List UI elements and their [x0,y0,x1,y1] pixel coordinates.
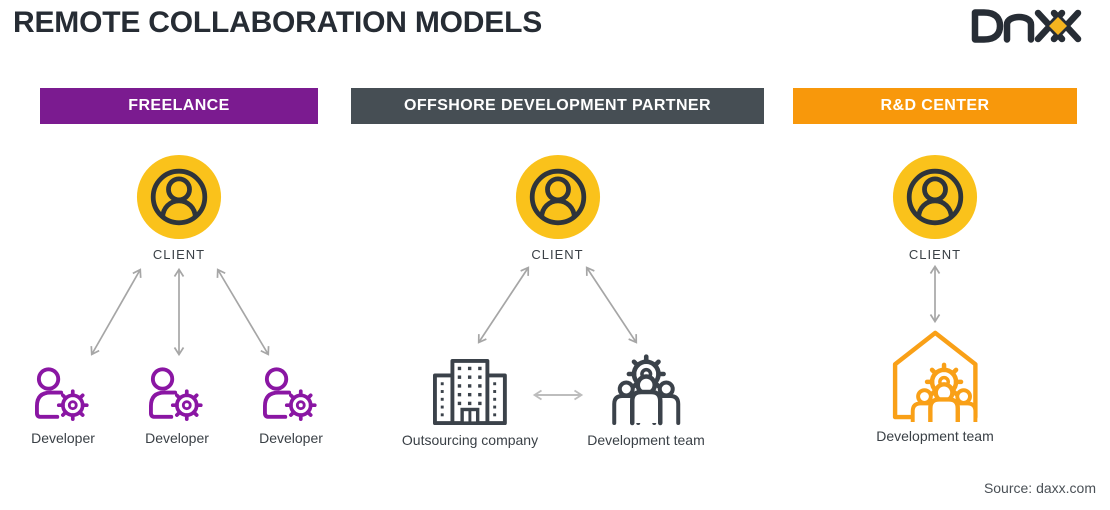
rnd-client: CLIENT [793,154,1077,262]
rnd-development-team-node: Development team [876,328,994,444]
rnd-header-bar: R&D CENTER [793,88,1077,124]
client-icon [892,154,978,240]
column-freelance: FREELANCE CLIENT [31,88,323,446]
client-icon [136,154,222,240]
developer-node: Developer [31,367,95,446]
client-label: CLIENT [531,247,584,262]
node-label: Developer [145,430,209,446]
developer-node: Developer [145,367,209,446]
developer-node: Developer [259,367,323,446]
node-label: Developer [31,430,95,446]
source-credit: Source: daxx.com [983,480,1096,496]
developer-gear-icon [34,367,89,422]
daxx-logo-icon [971,9,1082,43]
client-icon [515,154,600,240]
development-team-node: Development team [587,352,705,448]
freelance-client: CLIENT [40,154,318,262]
client-label: CLIENT [908,247,962,262]
logo-diamond-icon [1049,17,1067,35]
company-team-arrow [532,389,584,401]
node-label: Development team [587,432,705,448]
node-label: Development team [876,428,994,444]
office-building-icon [433,358,507,426]
rnd-nodes: Development team [793,326,1077,444]
freelance-header-bar: FREELANCE [40,88,318,124]
client-label: CLIENT [152,247,206,262]
house-team-gear-icon [892,330,982,422]
node-label: Outsourcing company [401,432,539,448]
offshore-header-bar: OFFSHORE DEVELOPMENT PARTNER [351,88,764,124]
developer-gear-icon [262,367,317,422]
rnd-client-team-arrow [929,264,941,324]
developer-gear-icon [148,367,203,422]
freelance-nodes: Developer Developer [31,362,323,446]
offshore-client-arrows [477,266,638,344]
offshore-client: CLIENT [351,154,764,262]
outsourcing-company-node: Outsourcing company [402,358,538,448]
column-offshore: OFFSHORE DEVELOPMENT PARTNER CLIENT [351,88,764,448]
column-rnd-center: R&D CENTER CLIENT [793,88,1077,444]
team-gear-icon [607,352,685,426]
freelance-client-developer-arrows [90,267,270,357]
node-label: Developer [259,430,323,446]
offshore-nodes: Outsourcing company Development team [351,350,764,448]
page-title: REMOTE COLLABORATION MODELS [13,6,543,39]
